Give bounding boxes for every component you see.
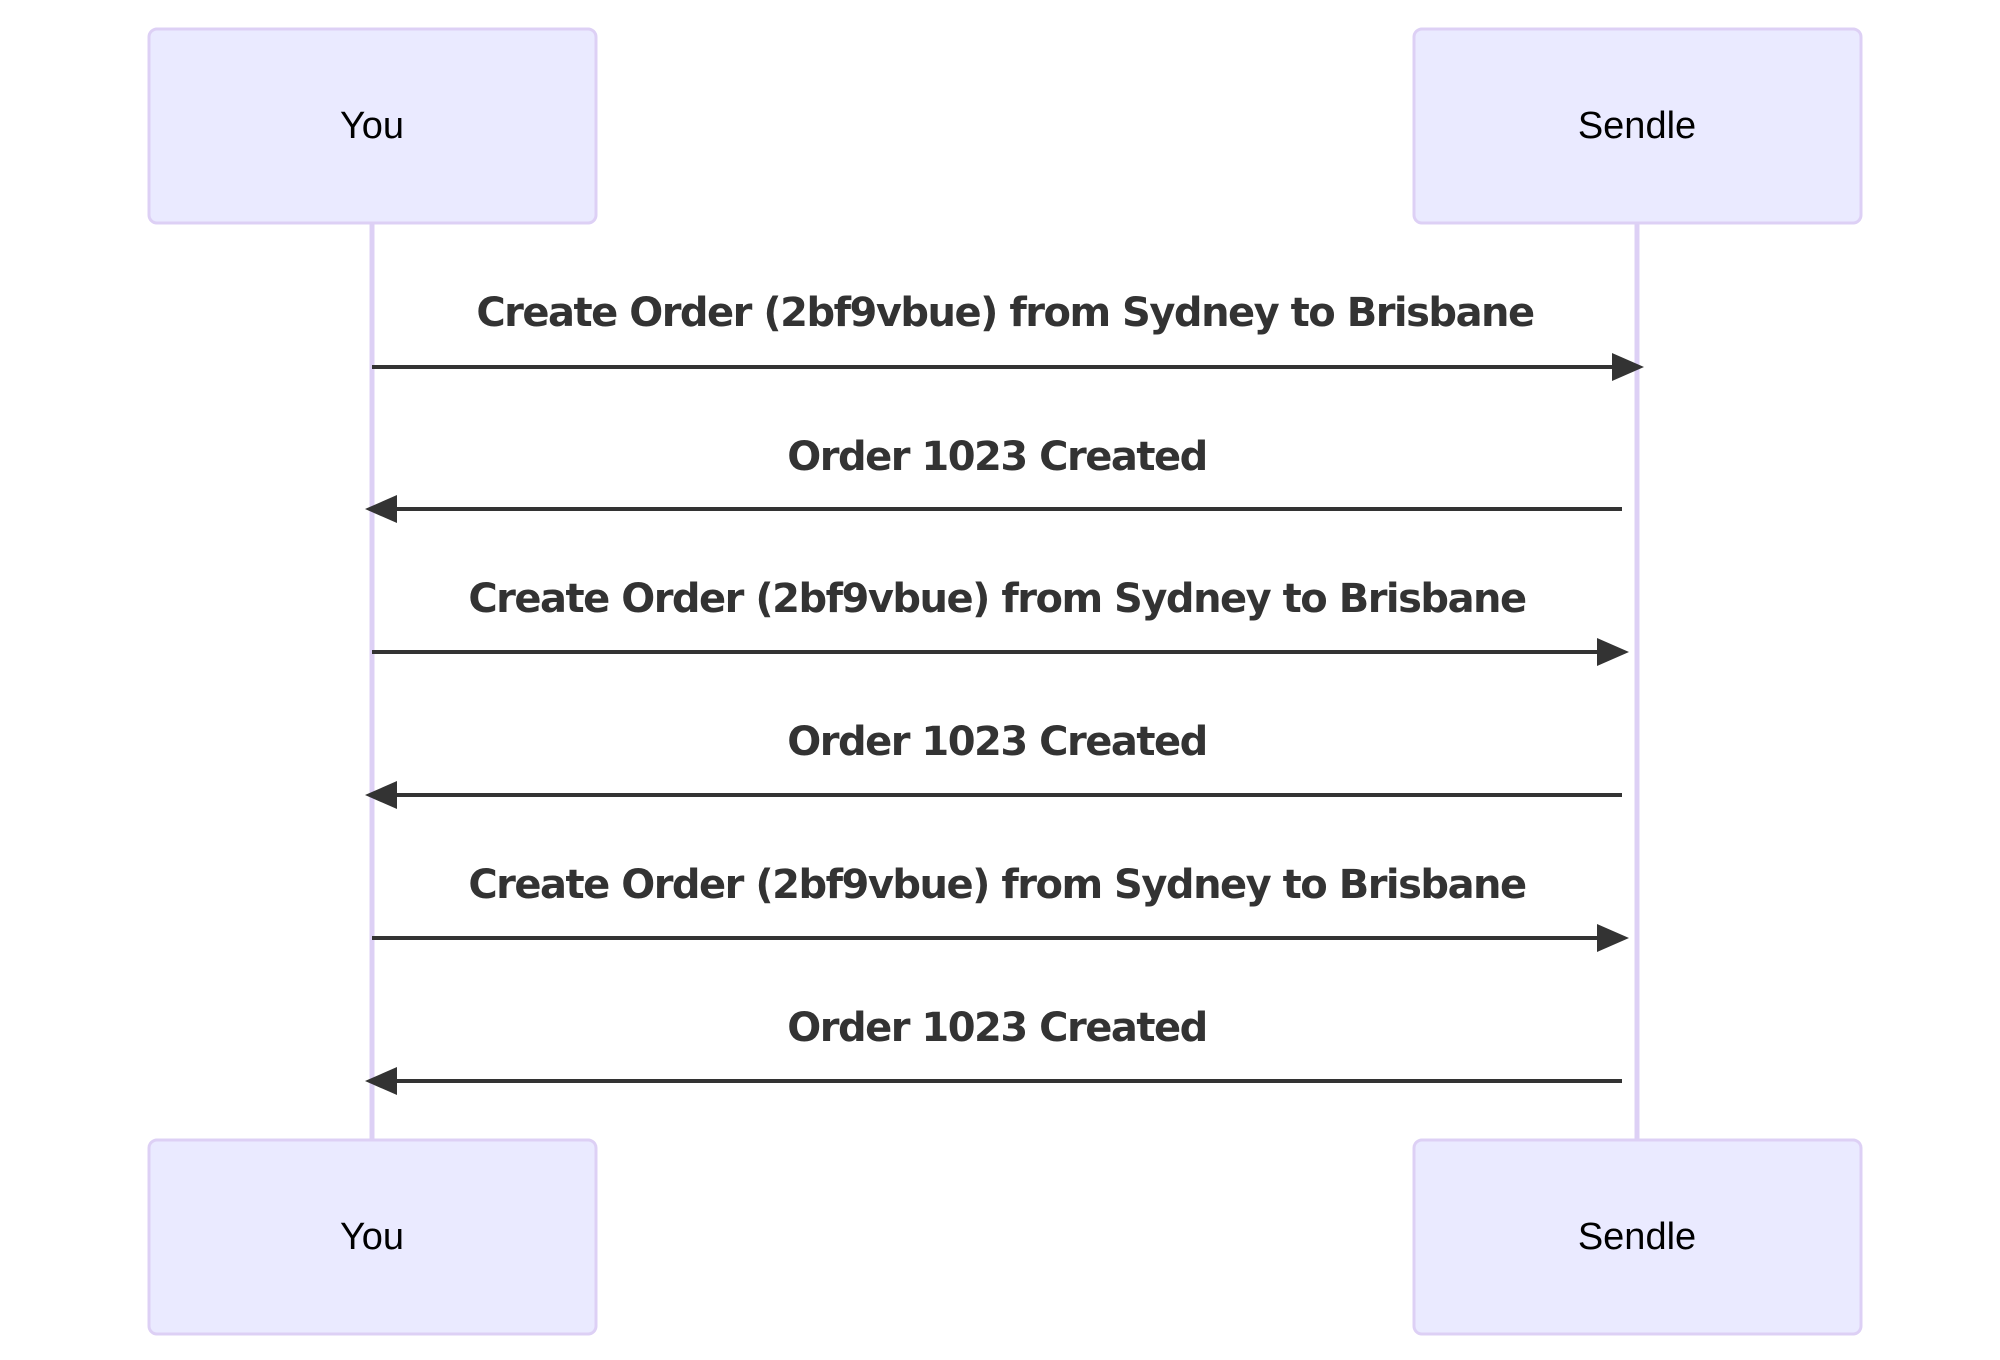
actor-label: Sendle	[1578, 105, 1696, 147]
actor-label: You	[340, 1216, 404, 1258]
actor-sendle-bottom: Sendle	[1412, 1138, 1863, 1336]
arrowhead-right-icon	[1597, 638, 1629, 666]
message-label: Create Order (2bf9vbue) from Sydney to B…	[468, 862, 1526, 908]
messages: Create Order (2bf9vbue) from Sydney to B…	[365, 290, 1644, 1095]
actor-label: Sendle	[1578, 1216, 1696, 1258]
actor-box	[147, 1138, 598, 1336]
message-label: Order 1023 Created	[787, 434, 1206, 480]
actor-box	[1412, 27, 1863, 225]
message-3: Create Order (2bf9vbue) from Sydney to B…	[372, 576, 1629, 666]
actor-you-top: You	[147, 27, 598, 225]
arrowhead-left-icon	[365, 495, 397, 523]
arrowhead-left-icon	[365, 1067, 397, 1095]
message-1: Create Order (2bf9vbue) from Sydney to B…	[372, 290, 1644, 381]
actor-sendle-top: Sendle	[1412, 27, 1863, 225]
message-label: Create Order (2bf9vbue) from Sydney to B…	[476, 290, 1534, 336]
actor-box	[147, 27, 598, 225]
arrowhead-left-icon	[365, 781, 397, 809]
message-label: Order 1023 Created	[787, 719, 1206, 765]
message-4: Order 1023 Created	[365, 719, 1622, 809]
message-6: Order 1023 Created	[365, 1005, 1622, 1095]
actor-you-bottom: You	[147, 1138, 598, 1336]
message-5: Create Order (2bf9vbue) from Sydney to B…	[372, 862, 1629, 952]
message-label: Order 1023 Created	[787, 1005, 1206, 1051]
message-2: Order 1023 Created	[365, 434, 1622, 523]
arrowhead-right-icon	[1597, 924, 1629, 952]
arrowhead-right-icon	[1612, 353, 1644, 381]
actor-label: You	[340, 105, 404, 147]
message-label: Create Order (2bf9vbue) from Sydney to B…	[468, 576, 1526, 622]
actor-box	[1412, 1138, 1863, 1336]
